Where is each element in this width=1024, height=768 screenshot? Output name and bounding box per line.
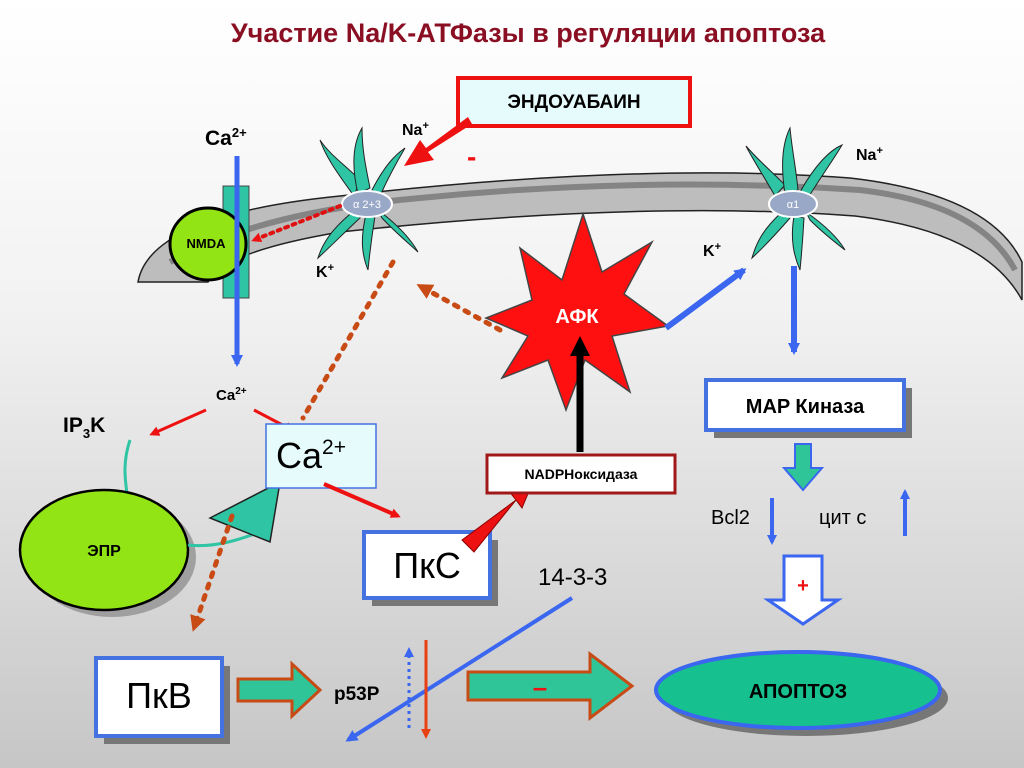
pkb-box: ПкВ (94, 656, 230, 744)
ca-to-ip3k-arrow (149, 408, 207, 436)
endouabain-label: ЭНДОУАБАИН (507, 92, 640, 113)
map-down-block-arrow (781, 443, 825, 492)
endouabain-box: ЭНДОУАБАИН (456, 76, 692, 128)
map-kinase-label: MAP Киназа (746, 396, 865, 418)
nmda-label: NMDA (187, 236, 227, 251)
p53-minus-sign: – (533, 672, 547, 702)
p53-to-apoptosis-block-arrow (466, 650, 635, 722)
afk-label: АФК (555, 306, 599, 328)
pkc-box: ПкС (362, 530, 498, 606)
p53r-label: p53P (334, 684, 380, 705)
k-right-label: K+ (703, 241, 721, 260)
epr-organelle: ЭПР (18, 488, 196, 617)
bcl2-label: Bcl2 (711, 507, 750, 529)
diagram-title: Участие Na/K-АТФазы в регуляции апоптоза (231, 18, 826, 48)
to-apoptosis-block-arrow (763, 554, 843, 626)
epr-release-triangle (208, 480, 281, 544)
afk-to-alpha1-arrow (664, 267, 747, 331)
nadph-oxidase-box: NADPHоксидаза (485, 453, 677, 495)
afk-to-pump-dotted-arrow (416, 283, 503, 333)
pump-to-nmda-dotted-arrow (251, 204, 342, 243)
ca-top-label: Ca2+ (205, 125, 247, 150)
endouabain-inhibit-arrow (404, 117, 472, 166)
na-right-label: Na+ (856, 145, 883, 164)
na-k-pump-alpha-2-3: α 2+3 (316, 126, 419, 271)
apoptosis-node: АПОПТОЗ (654, 650, 948, 736)
cyt-c-label: цит с (819, 507, 866, 529)
protein-14-3-3-label: 14-3-3 (538, 564, 607, 591)
ca-to-pkb-dotted-arrow (190, 513, 235, 632)
ca-to-pkc-arrow (323, 482, 401, 518)
ca-box-label: Ca2+ (276, 435, 346, 476)
map-kinase-box: MAP Киназа (704, 378, 912, 438)
na-left-label: Na+ (402, 120, 429, 139)
alpha-1-label: α1 (787, 199, 799, 211)
ca-box: Ca2+ (265, 423, 377, 489)
pkc-label: ПкС (393, 545, 461, 586)
pkb-to-p53-block-arrow (236, 660, 323, 720)
na-k-pump-alpha-1: α1 (745, 126, 846, 271)
apoptosis-plus-sign: + (797, 575, 809, 597)
ca-mid-label: Ca2+ (216, 386, 247, 404)
k-left-label: K+ (316, 262, 334, 281)
afk-burst: АФК (484, 211, 670, 413)
endouabain-minus-sign: - (467, 141, 476, 172)
apoptosis-label: АПОПТОЗ (749, 681, 847, 703)
alpha-2-3-label: α 2+3 (353, 199, 381, 211)
pkc-to-nadph-arrow (461, 483, 533, 553)
nadph-label: NADPHоксидаза (525, 466, 638, 482)
pkb-label: ПкВ (126, 675, 192, 716)
ip3k-label: IP3K (63, 414, 105, 441)
pump-to-ca-dotted-line (300, 259, 396, 421)
14-3-3-inhibit-arrow (345, 596, 574, 742)
epr-label: ЭПР (87, 543, 121, 560)
